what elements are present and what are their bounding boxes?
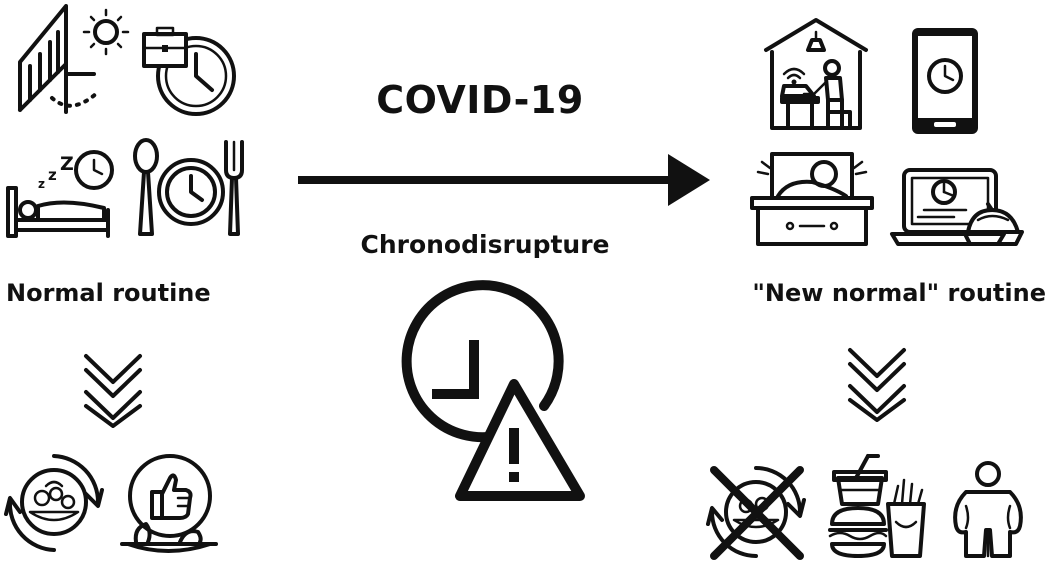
- clock-warning-icon: [396, 310, 588, 502]
- healthy-food-cycle-icon: [6, 450, 102, 554]
- arrow-label: Chronodisrupture: [360, 230, 610, 259]
- home-office-icon: [762, 16, 870, 132]
- svg-text:z: z: [48, 166, 57, 184]
- main-arrow: [290, 154, 710, 206]
- svg-text:z: z: [38, 177, 45, 191]
- smartphone-clock-icon: [912, 28, 978, 134]
- svg-text:Z: Z: [60, 153, 74, 175]
- title-covid: COVID-19: [376, 78, 584, 122]
- laptop-food-icon: [888, 166, 1024, 250]
- fast-food-icon: [824, 452, 928, 562]
- briefcase-clock-icon: [140, 24, 240, 120]
- no-healthy-food-icon: [704, 460, 808, 564]
- obesity-icon: [948, 460, 1028, 560]
- double-chevron-down-icon: [80, 350, 146, 426]
- double-chevron-down-icon-right: [844, 344, 910, 420]
- normal-routine-label: Normal routine: [6, 279, 211, 307]
- new-normal-routine-label: "New normal" routine: [752, 279, 1046, 307]
- sunrise-icon: [12, 2, 136, 114]
- thumbs-up-food-icon: [118, 452, 220, 552]
- bed-awake-icon: [748, 140, 876, 248]
- sleep-clock-icon: z z Z: [4, 148, 120, 240]
- meal-time-icon: [130, 136, 254, 240]
